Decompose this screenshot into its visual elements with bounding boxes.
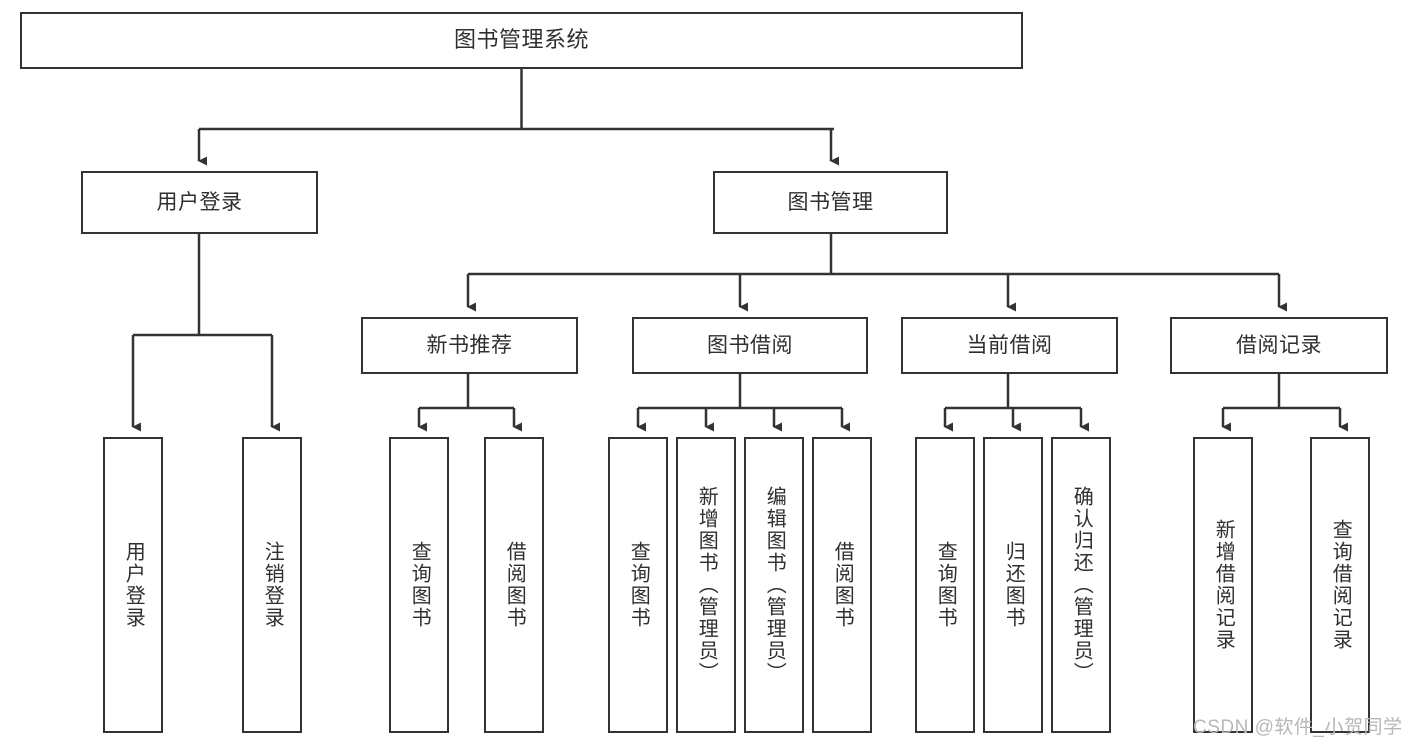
node-label: 图书管理系统 [453, 27, 589, 53]
node-root-system[interactable]: 图书管理系统 [20, 12, 1023, 69]
node-label: 用户登录 [156, 190, 243, 214]
node-label: 新书推荐 [426, 333, 513, 357]
node-book-management[interactable]: 图书管理 [713, 171, 948, 234]
node-label: 查询图书 [408, 541, 431, 629]
node-label: 编辑图书（管理员） [763, 486, 786, 684]
node-label: 新增借阅记录 [1212, 519, 1235, 651]
leaf-node-return-book[interactable]: 归还图书 [983, 437, 1043, 733]
node-label: 图书管理 [787, 190, 874, 214]
leaf-node-query-book-borrow[interactable]: 查询图书 [608, 437, 668, 733]
node-label: 新增图书（管理员） [695, 486, 718, 684]
node-new-book-recommend[interactable]: 新书推荐 [361, 317, 578, 374]
node-label: 用户登录 [122, 541, 145, 629]
leaf-node-logout[interactable]: 注销登录 [242, 437, 302, 733]
node-label: 图书借阅 [707, 333, 793, 357]
leaf-node-borrow-book[interactable]: 借阅图书 [812, 437, 872, 733]
node-label: 当前借阅 [966, 333, 1053, 357]
node-book-borrow[interactable]: 图书借阅 [632, 317, 868, 374]
leaf-node-edit-book-admin[interactable]: 编辑图书（管理员） [744, 437, 804, 733]
node-label: 归还图书 [1002, 541, 1025, 629]
leaf-node-query-book-current[interactable]: 查询图书 [915, 437, 975, 733]
node-label: 借阅记录 [1236, 333, 1322, 357]
node-label: 注销登录 [261, 541, 284, 629]
leaf-node-add-borrow-record[interactable]: 新增借阅记录 [1193, 437, 1253, 733]
node-label: 查询借阅记录 [1329, 519, 1352, 651]
node-label: 借阅图书 [831, 541, 854, 629]
leaf-node-query-book-new[interactable]: 查询图书 [389, 437, 449, 733]
node-label: 查询图书 [934, 541, 957, 629]
node-label: 查询图书 [627, 541, 650, 629]
leaf-node-query-borrow-record[interactable]: 查询借阅记录 [1310, 437, 1370, 733]
leaf-node-borrow-book-new[interactable]: 借阅图书 [484, 437, 544, 733]
leaf-node-confirm-return-admin[interactable]: 确认归还（管理员） [1051, 437, 1111, 733]
leaf-node-add-book-admin[interactable]: 新增图书（管理员） [676, 437, 736, 733]
watermark-text: CSDN @软件_小贺同学 [1193, 717, 1403, 738]
node-current-borrow[interactable]: 当前借阅 [901, 317, 1118, 374]
node-user-login[interactable]: 用户登录 [81, 171, 318, 234]
node-borrow-records[interactable]: 借阅记录 [1170, 317, 1388, 374]
node-label: 确认归还（管理员） [1070, 486, 1093, 684]
node-label: 借阅图书 [503, 541, 526, 629]
leaf-node-user-login[interactable]: 用户登录 [103, 437, 163, 733]
